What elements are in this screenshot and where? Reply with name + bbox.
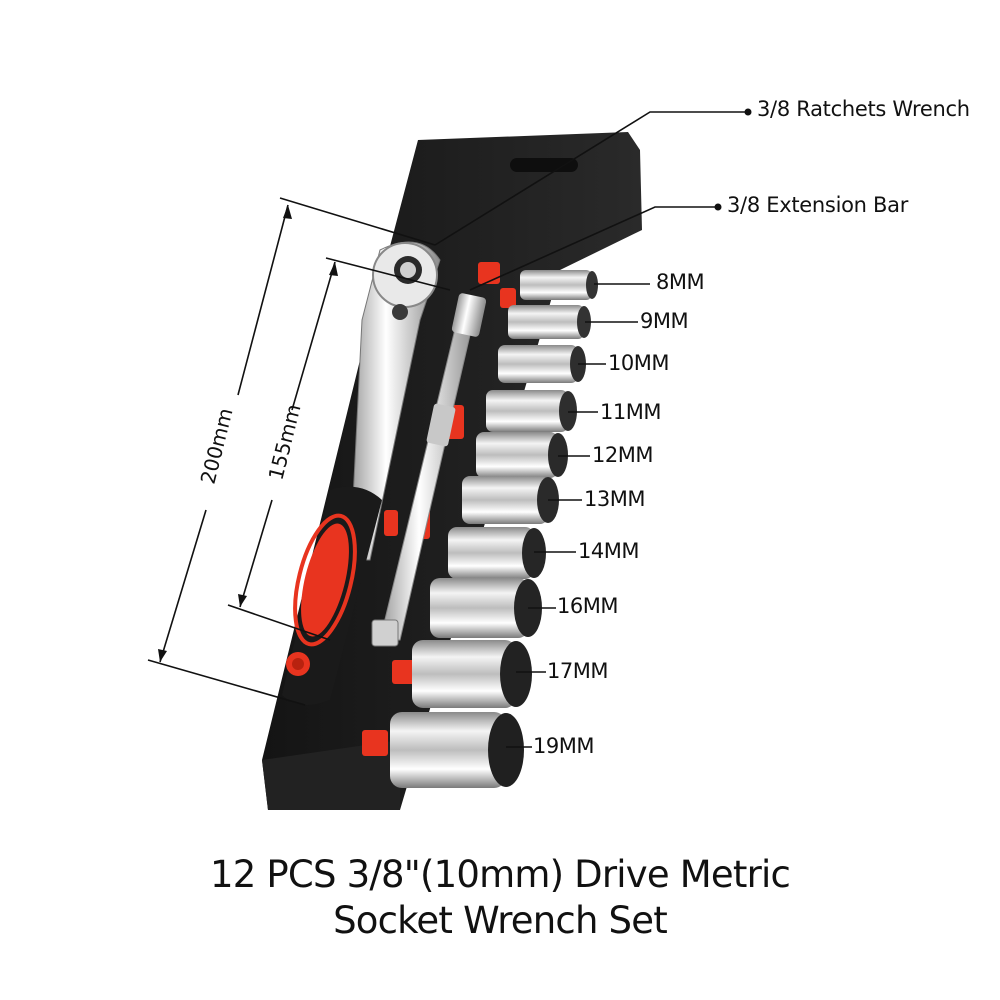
socket-label: 13MM (584, 487, 645, 511)
socket-label: 8MM (656, 270, 705, 294)
hang-hole (510, 158, 578, 172)
socket-label: 16MM (557, 594, 618, 618)
leader-lines (434, 111, 748, 748)
socket-label: 10MM (608, 351, 669, 375)
tray (262, 132, 642, 810)
socket-label: 14MM (578, 539, 639, 563)
socket-label: 11MM (600, 400, 661, 424)
ratchet-wrench (282, 241, 441, 705)
socket-label: 19MM (533, 734, 594, 758)
callout-ratchet-wrench: 3/8 Ratchets Wrench (757, 97, 970, 121)
title-line-2: Socket Wrench Set (333, 899, 668, 942)
dimension-lines (147, 197, 451, 706)
extension-bar (371, 293, 487, 647)
socket-label: 9MM (640, 309, 689, 333)
callout-extension-bar: 3/8 Extension Bar (727, 193, 909, 217)
sockets (390, 270, 598, 788)
socket-label: 12MM (592, 443, 653, 467)
title-line-1: 12 PCS 3/8"(10mm) Drive Metric (209, 853, 791, 896)
socket-label: 17MM (547, 659, 608, 683)
